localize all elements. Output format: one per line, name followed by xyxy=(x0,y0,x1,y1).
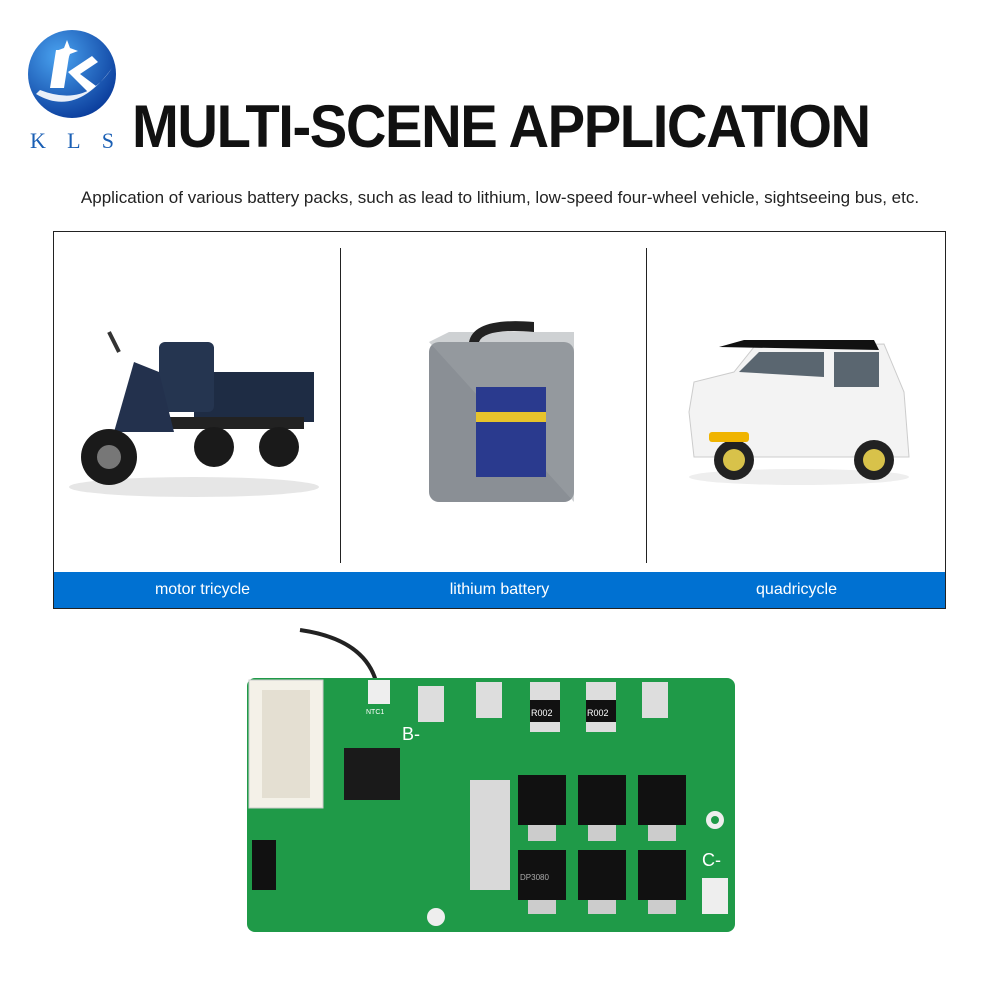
kls-logo xyxy=(28,30,116,118)
quadricycle-image xyxy=(688,340,910,485)
pcb-ntc-label: NTC1 xyxy=(366,709,384,716)
applications-panel: motor tricycle lithium battery quadricyc… xyxy=(53,231,946,609)
caption-lithium-battery: lithium battery xyxy=(449,581,550,598)
logo-letter: L xyxy=(67,128,81,153)
caption-band: motor tricycle lithium battery quadricyc… xyxy=(54,572,945,608)
bms-pcb-image: NTC1 B- C- R002 R002 DP3080 xyxy=(247,628,735,932)
logo-text: K L S xyxy=(30,128,114,154)
divider xyxy=(340,248,341,563)
page-subtitle: Application of various battery packs, su… xyxy=(80,188,920,207)
logo-letter: S xyxy=(101,128,114,153)
pcb-b-minus-label: B- xyxy=(402,724,420,744)
pcb-c-minus-label: C- xyxy=(702,850,721,870)
caption-motor-tricycle: motor tricycle xyxy=(154,581,251,598)
divider xyxy=(646,248,647,563)
pcb-mosfet-label: DP3080 xyxy=(520,873,549,882)
motor-tricycle-image xyxy=(69,331,319,497)
logo-letter: K xyxy=(30,128,46,153)
lithium-battery-image xyxy=(429,321,574,502)
pcb-resistor-label: R002 xyxy=(531,708,553,718)
page-title: MULTI-SCENE APPLICATION xyxy=(132,93,871,160)
caption-quadricycle: quadricycle xyxy=(756,581,837,598)
pcb-resistor-label: R002 xyxy=(587,708,609,718)
